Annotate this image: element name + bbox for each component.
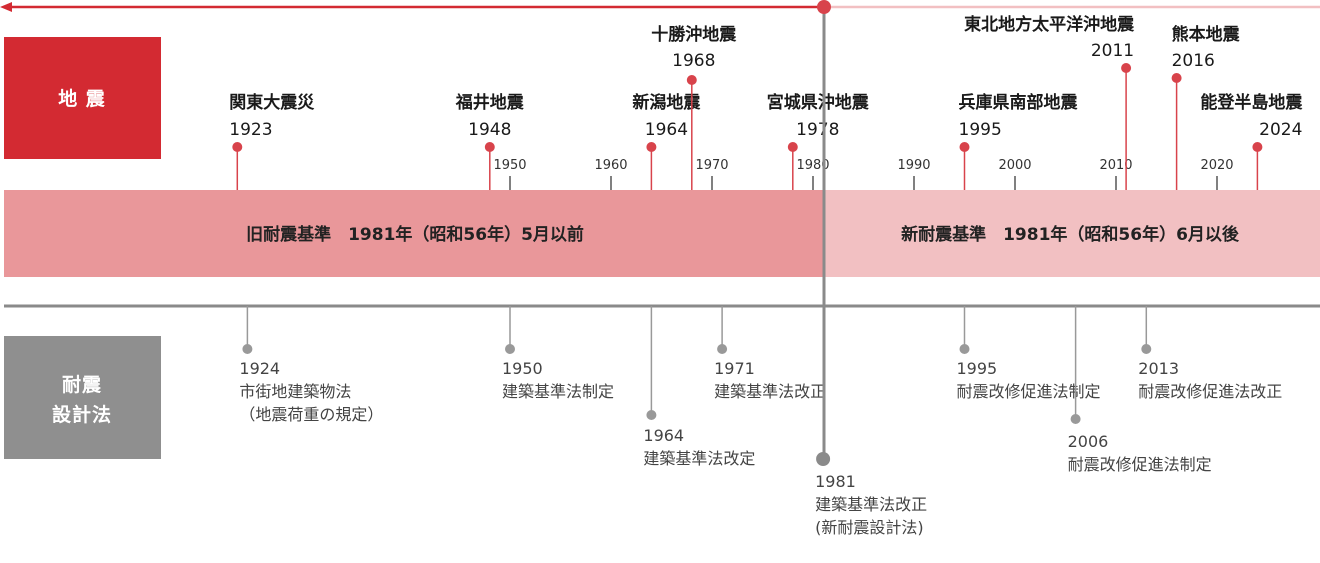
earthquake-name: 兵庫県南部地震 bbox=[959, 92, 1079, 113]
earthquake-events: 関東大震災 1923 福井地震 1948 新潟地震 1964 十勝沖地震 1968 宮城県沖地震… bbox=[229, 14, 1303, 190]
category-label-law-2: 設計法 bbox=[52, 403, 112, 426]
law-marker bbox=[1141, 344, 1152, 354]
law-description: 耐震改修促進法改正 bbox=[1138, 382, 1282, 401]
law-marker bbox=[1070, 414, 1081, 424]
tick-label: 2000 bbox=[998, 158, 1031, 173]
earthquake-year: 2016 bbox=[1172, 51, 1215, 71]
earthquake-marker bbox=[1121, 63, 1132, 73]
category-label-law-1: 耐震 bbox=[62, 374, 102, 396]
earthquake-name: 十勝沖地震 bbox=[651, 24, 737, 45]
law-marker bbox=[717, 344, 728, 354]
top-arrow-head bbox=[0, 2, 12, 12]
earthquake-name: 宮城県沖地震 bbox=[767, 92, 870, 113]
law-description: 耐震改修促進法制定 bbox=[1068, 455, 1212, 474]
category-box-law bbox=[4, 336, 161, 459]
law-description: 建築基準法改定 bbox=[643, 449, 755, 468]
law-description: (新耐震設計法) bbox=[815, 518, 924, 537]
law-description: 建築基準法改正 bbox=[714, 382, 826, 401]
earthquake-marker bbox=[1171, 73, 1182, 83]
earthquake-year: 1923 bbox=[229, 120, 272, 140]
tick-label: 2020 bbox=[1200, 158, 1233, 173]
earthquake-marker bbox=[646, 142, 657, 152]
law-description: 建築基準法改正 bbox=[815, 495, 927, 514]
earthquake-year: 1964 bbox=[645, 120, 688, 140]
earthquake-marker bbox=[686, 75, 697, 85]
law-year: 1971 bbox=[714, 359, 755, 378]
law-year: 1981 bbox=[815, 472, 856, 491]
earthquake-name: 新潟地震 bbox=[632, 92, 701, 113]
earthquake-marker bbox=[787, 142, 798, 152]
earthquake-year: 1948 bbox=[468, 120, 511, 140]
law-year: 1950 bbox=[502, 359, 543, 378]
tick-label: 2010 bbox=[1099, 158, 1132, 173]
tick-label: 1950 bbox=[493, 158, 526, 173]
divider-1981-top-marker bbox=[817, 0, 831, 14]
earthquake-year: 1968 bbox=[672, 51, 715, 71]
era-label-old: 旧耐震基準 1981年（昭和56年）5月以前 bbox=[246, 224, 584, 245]
earthquake-name: 東北地方太平洋沖地震 bbox=[964, 14, 1135, 35]
earthquake-year: 2011 bbox=[1091, 41, 1134, 61]
law-marker bbox=[959, 344, 970, 354]
law-marker bbox=[505, 344, 515, 354]
law-description: 建築基準法制定 bbox=[502, 382, 614, 401]
earthquake-name: 福井地震 bbox=[455, 92, 525, 113]
earthquake-year: 1978 bbox=[796, 120, 839, 140]
law-year: 1995 bbox=[957, 359, 998, 378]
earthquake-name: 能登半島地震 bbox=[1200, 92, 1303, 113]
law-description: （地震荷重の規定） bbox=[239, 405, 383, 424]
earthquake-marker bbox=[484, 142, 495, 152]
law-year: 1964 bbox=[643, 426, 684, 445]
tick-label: 1990 bbox=[897, 158, 930, 173]
era-band-new bbox=[824, 190, 1320, 277]
era-label-new: 新耐震基準 1981年（昭和56年）6月以後 bbox=[901, 224, 1240, 245]
law-year: 2013 bbox=[1138, 359, 1179, 378]
earthquake-name: 関東大震災 bbox=[229, 92, 315, 113]
earthquake-marker bbox=[232, 142, 243, 152]
category-label-earthquake: 地 震 bbox=[58, 87, 106, 110]
tick-label: 1980 bbox=[796, 158, 829, 173]
earthquake-year: 1995 bbox=[959, 120, 1002, 140]
law-marker bbox=[242, 344, 253, 354]
earthquake-name: 熊本地震 bbox=[1172, 24, 1241, 45]
earthquake-marker bbox=[1252, 142, 1263, 152]
law-description: 耐震改修促進法制定 bbox=[957, 382, 1101, 401]
law-events: 1924 市街地建築物法 （地震荷重の規定） 1950 建築基準法制定 1964 建築基準法… bbox=[239, 306, 1282, 537]
law-description: 市街地建築物法 bbox=[239, 382, 351, 401]
earthquake-year: 2024 bbox=[1259, 120, 1302, 140]
category-box-earthquake bbox=[4, 37, 161, 159]
tick-label: 1970 bbox=[695, 158, 728, 173]
era-band-old bbox=[4, 190, 824, 277]
law-year: 2006 bbox=[1068, 432, 1109, 451]
law-marker bbox=[646, 410, 657, 420]
decade-ticks: 1950 1960 1970 1980 1990 2000 2010 2020 bbox=[493, 158, 1234, 190]
earthquake-marker bbox=[959, 142, 970, 152]
law-year: 1924 bbox=[239, 359, 280, 378]
tick-label: 1960 bbox=[594, 158, 627, 173]
